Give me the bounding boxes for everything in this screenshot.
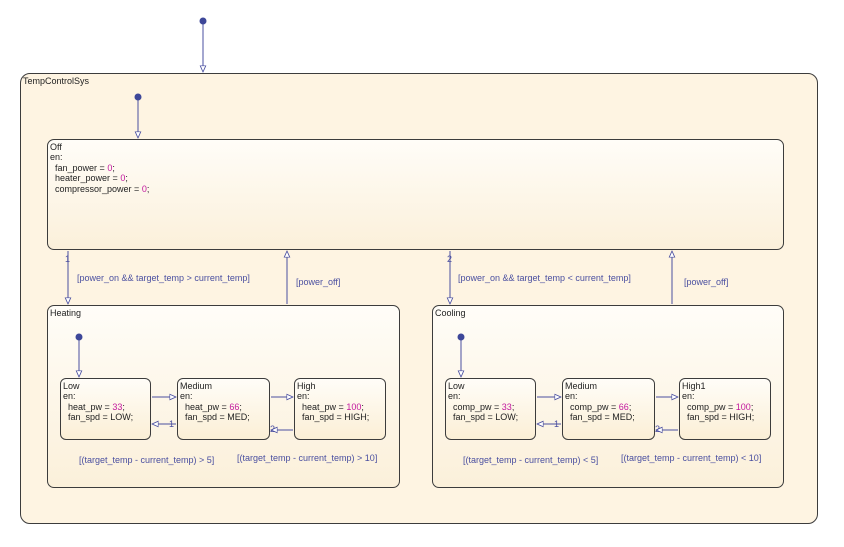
state-heating-high[interactable]: High en: heat_pw = 100; fan_spd = HIGH; xyxy=(294,378,386,440)
default-junction-off xyxy=(134,93,142,101)
default-junction-cooling xyxy=(457,333,465,341)
priority-label: 2 xyxy=(447,254,453,264)
default-junction-heating xyxy=(75,333,83,341)
guard-label: [(target_temp - current_temp) > 5] xyxy=(79,455,215,465)
state-off[interactable]: Off en: fan_power = 0; heater_power = 0;… xyxy=(47,139,784,250)
priority-label: 2 xyxy=(655,424,661,434)
state-cooling-low[interactable]: Low en: comp_pw = 33; fan_spd = LOW; xyxy=(445,378,536,440)
state-title: TempControlSys xyxy=(23,76,90,86)
priority-label: 2 xyxy=(270,424,276,434)
state-heating-medium[interactable]: Medium en: heat_pw = 66; fan_spd = MED; xyxy=(177,378,270,440)
state-actions: en: heat_pw = 66; fan_spd = MED; xyxy=(180,391,250,422)
priority-label: 1 xyxy=(169,419,175,429)
guard-label: [power_off] xyxy=(684,277,729,287)
state-actions: en: heat_pw = 100; fan_spd = HIGH; xyxy=(297,391,370,422)
state-actions: en: comp_pw = 66; fan_spd = MED; xyxy=(565,391,635,422)
state-actions: en: fan_power = 0; heater_power = 0; com… xyxy=(50,152,150,194)
state-cooling-medium[interactable]: Medium en: comp_pw = 66; fan_spd = MED; xyxy=(562,378,655,440)
state-cooling-high1[interactable]: High1 en: comp_pw = 100; fan_spd = HIGH; xyxy=(679,378,771,440)
state-title: Medium xyxy=(180,381,213,391)
state-title: Off xyxy=(50,142,62,152)
guard-label: [power_on && target_temp > current_temp] xyxy=(77,273,250,283)
guard-label: [(target_temp - current_temp) < 10] xyxy=(621,453,762,463)
state-title: Cooling xyxy=(435,308,466,318)
state-title: Low xyxy=(63,381,80,391)
state-heating-low[interactable]: Low en: heat_pw = 33; fan_spd = LOW; xyxy=(60,378,151,440)
priority-label: 1 xyxy=(554,419,560,429)
state-title: High1 xyxy=(682,381,706,391)
state-title: Low xyxy=(448,381,465,391)
state-title: High xyxy=(297,381,316,391)
state-actions: en: heat_pw = 33; fan_spd = LOW; xyxy=(63,391,134,422)
guard-label: [power_off] xyxy=(296,277,341,287)
default-junction-top xyxy=(199,17,207,25)
guard-label: [(target_temp - current_temp) < 5] xyxy=(463,455,599,465)
state-actions: en: comp_pw = 33; fan_spd = LOW; xyxy=(448,391,519,422)
priority-label: 1 xyxy=(65,254,71,264)
guard-label: [power_on && target_temp < current_temp] xyxy=(458,273,631,283)
state-actions: en: comp_pw = 100; fan_spd = HIGH; xyxy=(682,391,755,422)
state-title: Medium xyxy=(565,381,598,391)
guard-label: [(target_temp - current_temp) > 10] xyxy=(237,453,378,463)
state-title: Heating xyxy=(50,308,82,318)
